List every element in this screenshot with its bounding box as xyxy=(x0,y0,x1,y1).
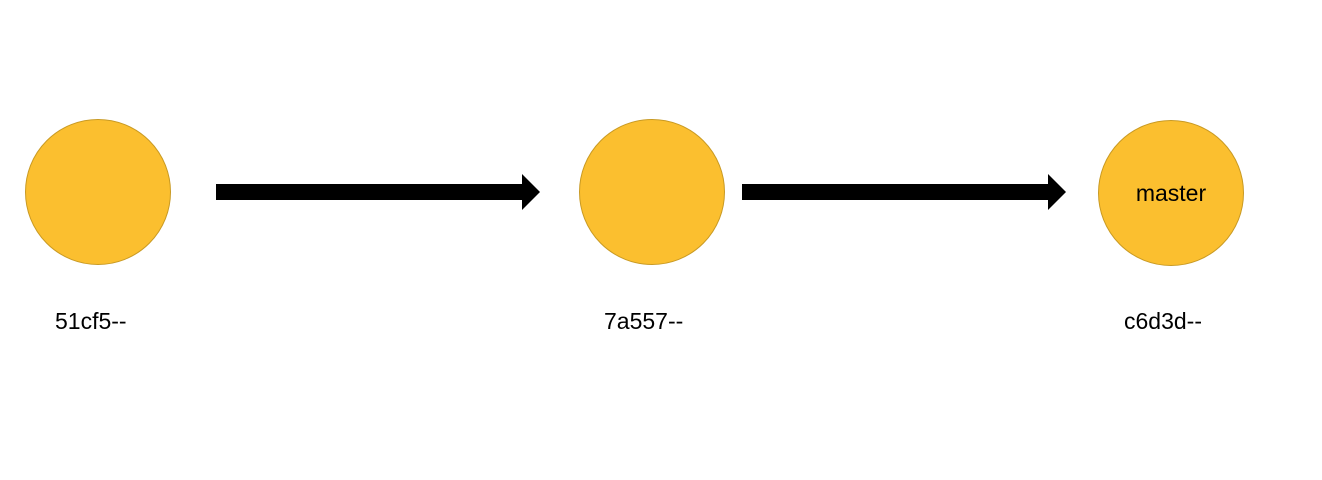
commit-node-2 xyxy=(579,119,725,265)
commit-arrow-1 xyxy=(216,174,540,210)
commit-node-3: master xyxy=(1098,120,1244,266)
branch-label-master: master xyxy=(1135,179,1207,206)
commit-arrow-2 xyxy=(742,174,1066,210)
commit-hash-1: 51cf5-- xyxy=(55,308,127,334)
commit-arrow-2-shaft xyxy=(742,184,1048,200)
commit-hash-3: c6d3d-- xyxy=(1124,308,1202,334)
commit-arrow-1-head xyxy=(522,174,540,210)
commit-node-1 xyxy=(25,119,171,265)
commit-hash-2: 7a557-- xyxy=(604,308,684,334)
commit-arrow-1-shaft xyxy=(216,184,522,200)
commit-arrow-2-head xyxy=(1048,174,1066,210)
